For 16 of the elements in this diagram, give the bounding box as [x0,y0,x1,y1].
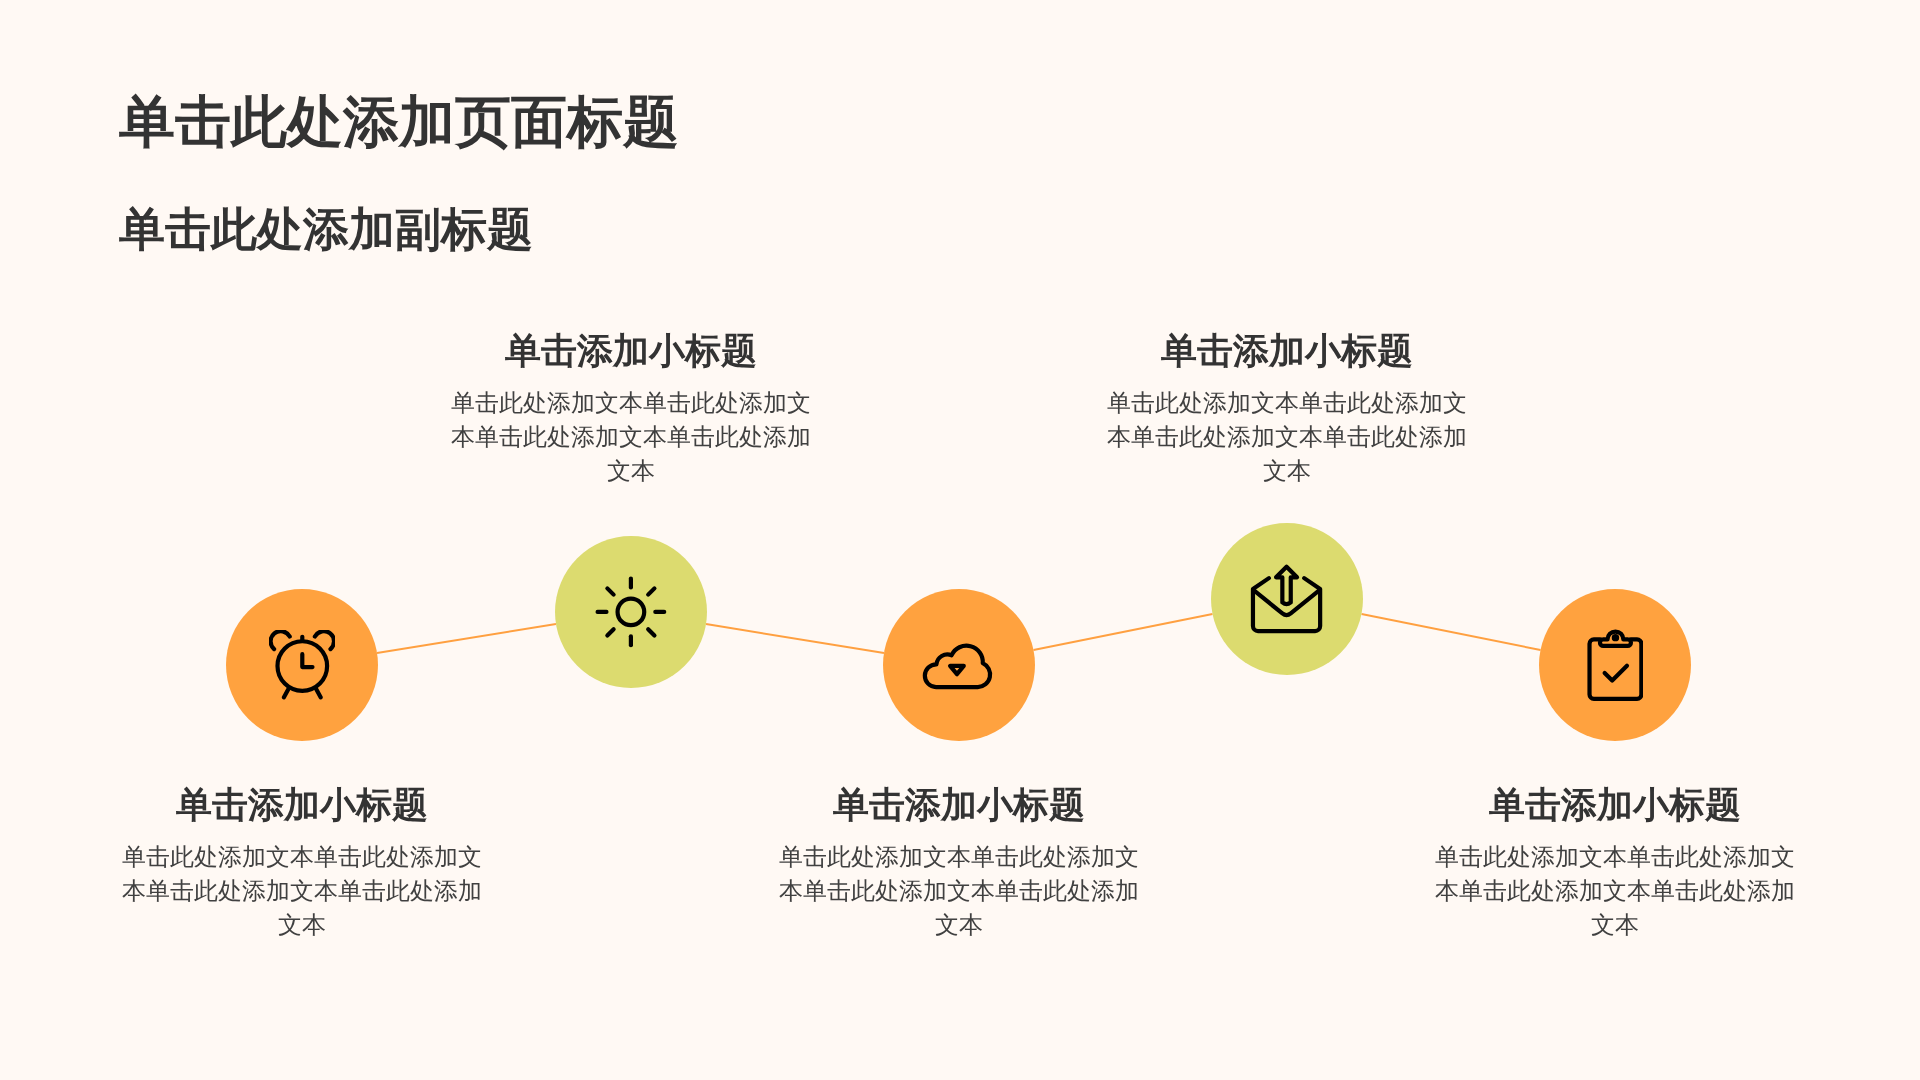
page-title: 单击此处添加页面标题 [119,89,679,155]
step-description: 单击此处添加文本单击此处添加文本单击此处添加文本单击此处添加文本 [450,388,812,486]
step-description: 单击此处添加文本单击此处添加文本单击此处添加文本单击此处添加文本 [778,842,1140,940]
step-heading: 单击添加小标题 [505,329,757,373]
connector-line [705,623,885,654]
step-heading: 单击添加小标题 [1161,329,1413,373]
connector-line [1360,613,1542,651]
step-description: 单击此处添加文本单击此处添加文本单击此处添加文本单击此处添加文本 [1106,388,1468,486]
subtitle: 单击此处添加副标题 [119,202,533,257]
connector-line [376,623,557,654]
step-heading: 单击添加小标题 [833,783,1085,827]
step-description: 单击此处添加文本单击此处添加文本单击此处添加文本单击此处添加文本 [1434,842,1796,940]
step-heading: 单击添加小标题 [1489,783,1741,827]
step-heading: 单击添加小标题 [176,783,428,827]
step-description: 单击此处添加文本单击此处添加文本单击此处添加文本单击此处添加文本 [121,842,483,940]
connector-line [1032,613,1214,651]
